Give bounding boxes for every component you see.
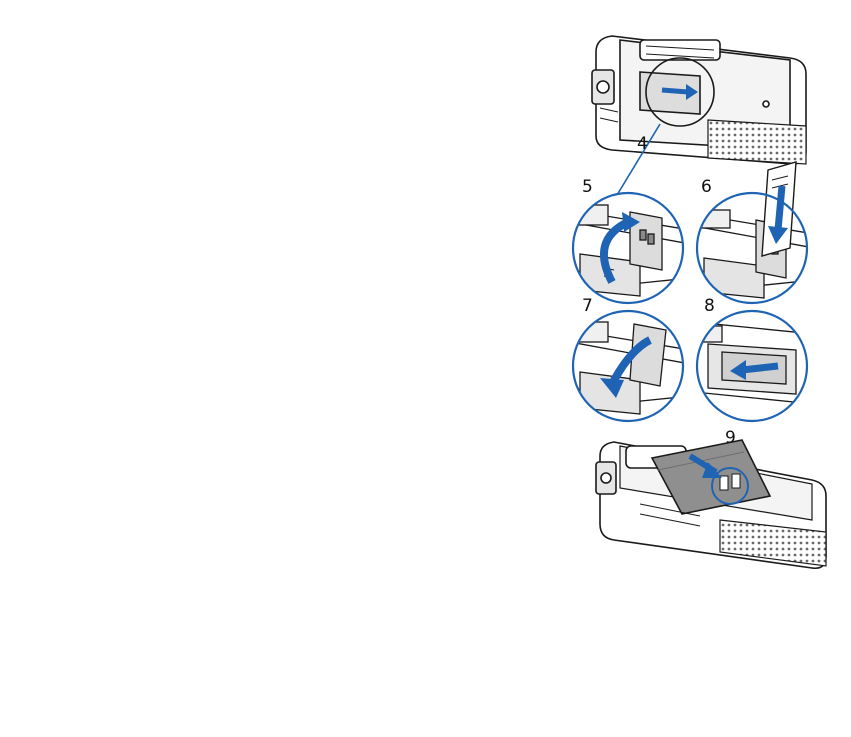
detail-step-6 [694,162,814,303]
detail-step-7 [570,311,690,421]
step-number-7: 7 [582,298,593,315]
step-number-4: 4 [637,136,648,153]
detail-step-8 [694,311,814,421]
detail-step-5 [570,193,690,303]
step-number-6: 6 [701,179,712,196]
phone-back-top [592,36,806,164]
step-number-9: 9 [725,430,736,447]
phone-back-bottom [596,440,826,568]
step-number-8: 8 [704,298,715,315]
step-number-5: 5 [582,179,593,196]
